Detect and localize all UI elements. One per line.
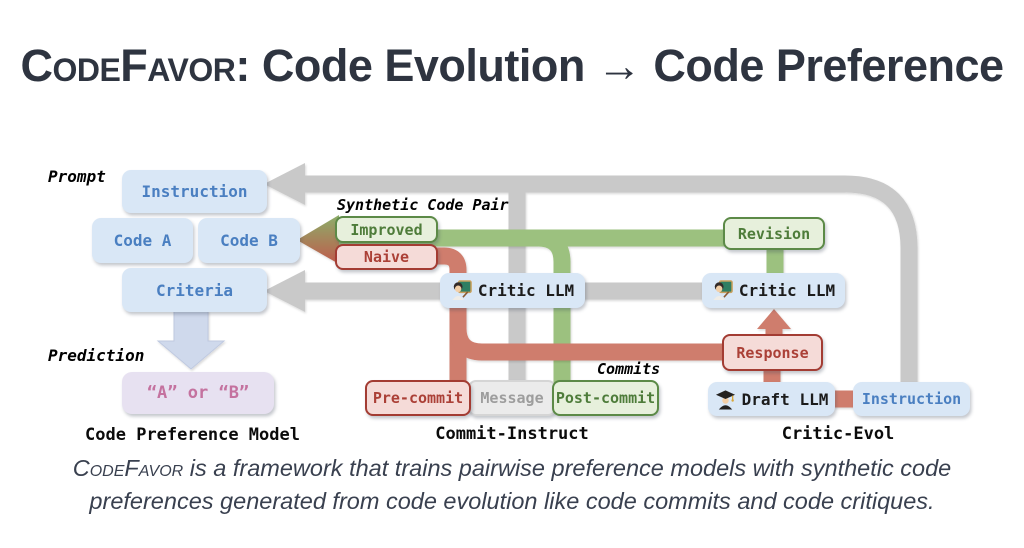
message-box: Message [468, 380, 556, 416]
pre-commit-label: Pre-commit [372, 389, 464, 407]
post-commit-box: Post-commit [552, 380, 659, 416]
prediction-label: Prediction [48, 346, 145, 365]
revision-box: Revision [723, 217, 825, 250]
arrowhead-instruction [264, 163, 305, 205]
arrowhead-response-critic2 [757, 309, 791, 329]
figure-caption: CodeFavor is a framework that trains pai… [42, 452, 982, 519]
criteria-box: Criteria [122, 268, 267, 312]
revision-label: Revision [737, 224, 811, 243]
title-rest: : Code Evolution → Code Preference [235, 40, 1004, 91]
teacher-icon [712, 280, 733, 301]
critic-llm-box-evol: Critic LLM [702, 273, 845, 308]
instruction-source-label: Instruction [861, 390, 962, 408]
pipe-postcommit-up [537, 229, 571, 384]
commits-label: Commits [597, 360, 661, 378]
response-box: Response [722, 334, 823, 371]
post-commit-label: Post-commit [555, 389, 656, 407]
section-code-preference-model: Code Preference Model [85, 425, 300, 445]
criteria-label: Criteria [155, 280, 234, 300]
page-title: CodeFavor: Code Evolution → Code Prefere… [0, 40, 1024, 92]
prompt-label: Prompt [48, 167, 106, 186]
prediction-output-box: “A” or “B” [122, 372, 274, 414]
instruction-box: Instruction [122, 170, 267, 213]
code-b-box: Code B [198, 218, 300, 263]
section-critic-evol: Critic-Evol [781, 424, 895, 444]
prediction-output-label: “A” or “B” [146, 383, 250, 403]
arrowhead-criteria [264, 270, 305, 312]
naive-box: Naive [335, 244, 438, 270]
draft-llm-box: Draft LLM [708, 382, 835, 416]
title-brand: CodeFavor [20, 40, 236, 91]
critic-llm-label: Critic LLM [477, 281, 575, 300]
teacher-icon [451, 280, 472, 301]
draft-llm-label: Draft LLM [741, 389, 829, 409]
pipe-instruction-loop [303, 175, 918, 384]
improved-box: Improved [335, 216, 438, 243]
improved-label: Improved [350, 220, 423, 239]
code-b-label: Code B [220, 231, 278, 250]
critic-llm-label: Critic LLM [738, 281, 836, 300]
pipe-response-left [449, 327, 724, 361]
critic-llm-box-commit: Critic LLM [440, 273, 585, 308]
response-label: Response [736, 343, 809, 362]
synthetic-code-pair-label: Synthetic Code Pair [337, 196, 509, 214]
caption-brand: CodeFavor [72, 455, 184, 481]
graduate-icon [715, 389, 736, 410]
arrowhead-code-pair [297, 215, 339, 264]
caption-rest: is a framework that trains pairwise pref… [89, 455, 952, 515]
prediction-arrow [156, 310, 226, 370]
naive-label: Naive [363, 248, 410, 266]
section-commit-instruct: Commit-Instruct [435, 424, 589, 444]
pipe-precommit-to-naive [436, 247, 467, 384]
instruction-source-box: Instruction [853, 382, 970, 416]
code-a-label: Code A [113, 231, 172, 250]
instruction-box-label: Instruction [141, 182, 248, 201]
pre-commit-box: Pre-commit [365, 380, 471, 416]
message-label: Message [480, 389, 544, 407]
code-a-box: Code A [92, 218, 193, 263]
